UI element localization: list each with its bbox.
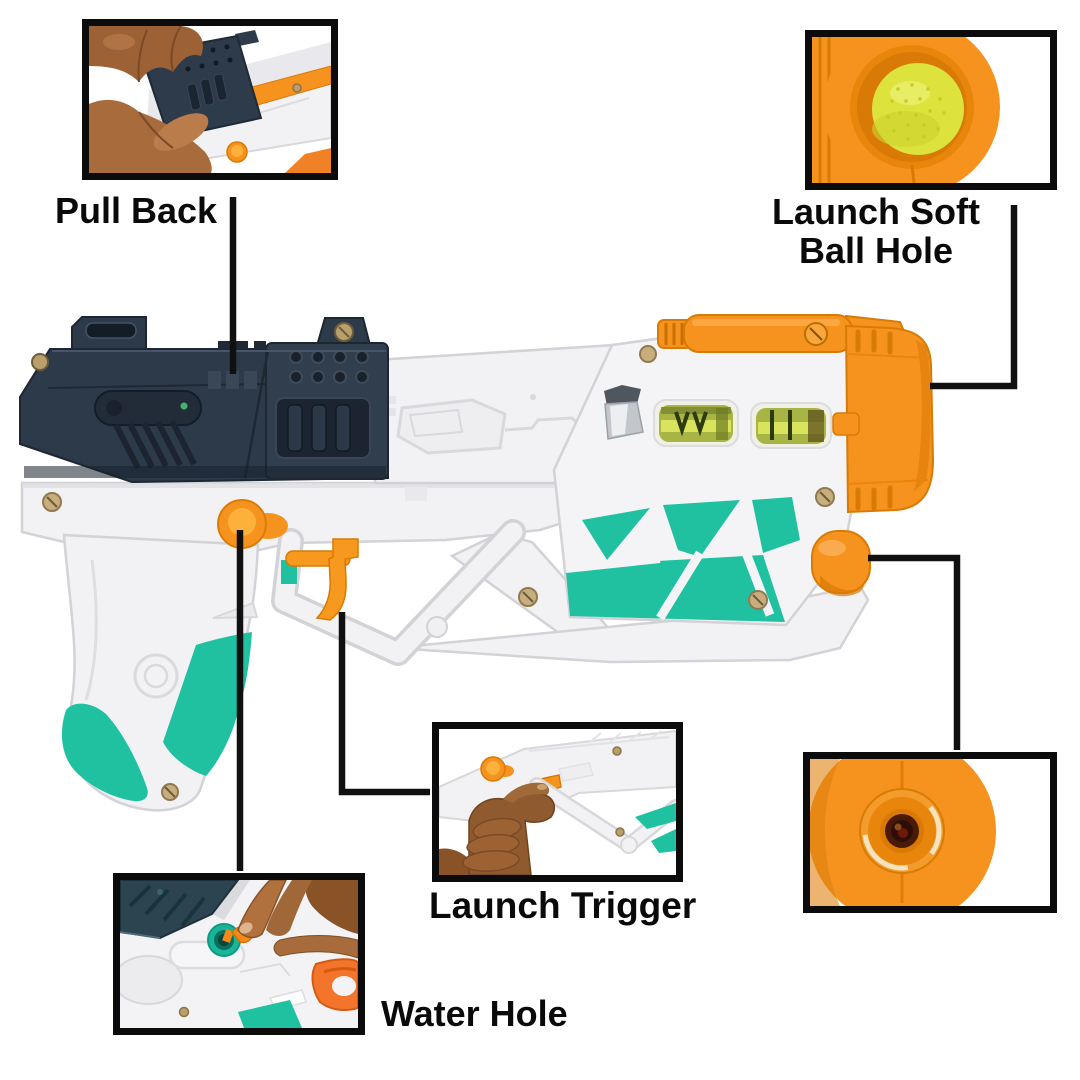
label-launch-soft-line1: Launch Soft bbox=[772, 191, 980, 232]
inset-nozzle-photo bbox=[803, 752, 1057, 913]
rear-handle bbox=[311, 958, 358, 1011]
ball-hole-scene bbox=[812, 37, 1050, 183]
nozzle-scene bbox=[810, 759, 1050, 906]
bubble-level-2 bbox=[750, 402, 832, 449]
inset-pull-back-photo bbox=[82, 19, 338, 180]
muzzle-cap bbox=[811, 324, 935, 597]
inset-water-hole-photo bbox=[113, 873, 365, 1035]
slide-dots bbox=[289, 350, 369, 384]
launch-trigger-scene bbox=[439, 729, 676, 875]
connector-nozzle-inset bbox=[868, 554, 961, 750]
slide-ribs bbox=[113, 419, 197, 470]
hand-palm bbox=[89, 99, 212, 173]
teal-decoration bbox=[565, 497, 800, 622]
water-hole-scene bbox=[120, 880, 358, 1028]
label-water-hole: Water Hole bbox=[381, 993, 568, 1034]
inset-launch-trigger-photo bbox=[432, 722, 683, 882]
label-launch-trigger: Launch Trigger bbox=[429, 885, 697, 926]
label-pull-back: Pull Back bbox=[55, 190, 218, 231]
receiver-band bbox=[20, 481, 574, 554]
label-launch-soft-line2: Ball Hole bbox=[798, 230, 954, 271]
slide bbox=[19, 316, 389, 484]
label-launch-soft-ball-hole: Launch Soft Ball Hole bbox=[736, 192, 1016, 270]
slide-corner bbox=[120, 880, 240, 940]
launch-trigger-part bbox=[281, 538, 359, 621]
grip bbox=[61, 533, 260, 812]
ball-texture bbox=[886, 83, 946, 141]
barrel-mid bbox=[373, 343, 618, 485]
bubble-level-1 bbox=[653, 399, 739, 447]
connector-launch-soft-ball-hole bbox=[930, 205, 1018, 390]
inset-launch-soft-ball-hole-photo bbox=[805, 30, 1057, 190]
hand-on-trigger bbox=[439, 782, 556, 875]
water-hole-plug bbox=[207, 923, 254, 957]
pinching-fingers bbox=[237, 880, 358, 959]
pull-back-scene bbox=[89, 26, 331, 173]
connector-launch-trigger bbox=[338, 612, 430, 796]
